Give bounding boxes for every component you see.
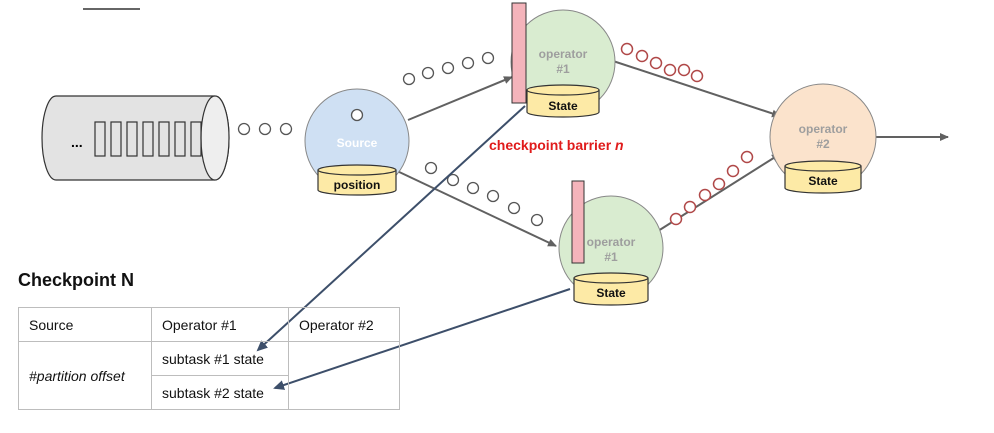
operator1-bottom-label: operator bbox=[587, 235, 636, 249]
events-queue-to-source bbox=[237, 122, 293, 136]
operator2-number: #2 bbox=[816, 137, 830, 151]
source-node: Source position bbox=[304, 88, 410, 196]
header-operator2: Operator #2 bbox=[288, 307, 400, 342]
queue-records bbox=[94, 121, 202, 157]
checkpoint-barrier-text: checkpoint barrier bbox=[489, 137, 615, 153]
events-to-op1-top bbox=[402, 51, 495, 86]
operator1-top-state: State bbox=[526, 84, 600, 118]
subtask1-state-cell: subtask #1 state bbox=[151, 341, 289, 376]
checkpoint-barrier-label: checkpoint barrier n bbox=[489, 137, 624, 153]
events-to-op1-bottom bbox=[424, 161, 544, 227]
operator1-top-label: operator bbox=[539, 47, 588, 61]
barrier-marker-top bbox=[511, 2, 527, 104]
table-row: subtask #2 state bbox=[19, 375, 400, 410]
operator2-node: operator #2 State bbox=[769, 83, 877, 194]
source-partition-offset: #partition offset bbox=[18, 341, 152, 410]
operator1-bottom-node: operator #1 State bbox=[558, 180, 664, 306]
header-operator1: Operator #1 bbox=[151, 307, 289, 342]
events-op1-top-to-op2 bbox=[620, 42, 704, 83]
operator2-label: operator bbox=[799, 122, 848, 136]
operator1-top-node: operator #1 State bbox=[510, 2, 616, 118]
position-store: position bbox=[317, 164, 397, 196]
position-label: position bbox=[334, 178, 381, 192]
queue-ellipsis: ... bbox=[71, 134, 83, 150]
checkpoint-title: Checkpoint N bbox=[18, 270, 135, 290]
operator1-bottom-state-label: State bbox=[596, 286, 626, 300]
operator2-empty-cell bbox=[288, 341, 400, 410]
barrier-marker-bottom bbox=[571, 180, 585, 264]
header-source: Source bbox=[18, 307, 152, 342]
operator2-state: State bbox=[784, 160, 862, 194]
operator1-bottom-state: State bbox=[573, 272, 649, 306]
source-event-circle bbox=[350, 108, 364, 122]
subtask2-state-cell: subtask #2 state bbox=[151, 375, 289, 410]
arrow-op1-top-to-op2 bbox=[609, 59, 781, 118]
table-header-row: Source Operator #1 Operator #2 bbox=[18, 307, 400, 342]
arrow-source-to-op1-top bbox=[407, 76, 513, 121]
table-row: #partition offset subtask #1 state bbox=[18, 341, 400, 410]
operator2-state-label: State bbox=[808, 174, 838, 188]
operator1-bottom-number: #1 bbox=[604, 250, 618, 264]
operator1-top-state-label: State bbox=[548, 99, 578, 113]
arrow-source-to-op1-bottom bbox=[394, 169, 557, 247]
input-queue: ... bbox=[41, 95, 230, 181]
source-label: Source bbox=[337, 136, 378, 150]
checkpoint-barrier-n: n bbox=[615, 137, 624, 153]
checkpoint-table: Source Operator #1 Operator #2 #partitio… bbox=[18, 307, 400, 410]
events-op1-bottom-to-op2 bbox=[669, 150, 754, 226]
operator1-top-number: #1 bbox=[556, 62, 570, 76]
